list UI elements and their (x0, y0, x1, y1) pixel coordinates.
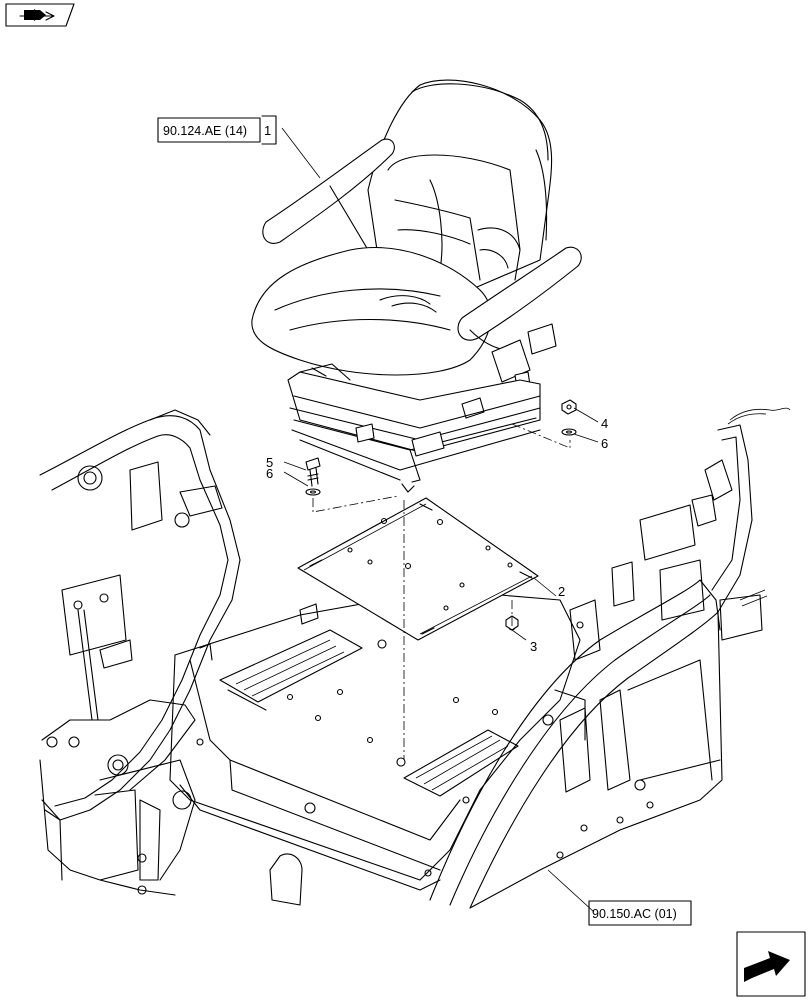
callout-5: 5 (266, 455, 273, 470)
reference-cab-frame[interactable]: 90.150.AC (01) (588, 900, 692, 926)
cab-floor (169, 589, 581, 906)
cab-frame-left (39, 409, 241, 896)
assembly-centerlines (312, 423, 571, 760)
callout-1: 1 (264, 123, 271, 138)
reference-seat-assembly-text: 90.124.AE (14) (163, 124, 247, 138)
callout-4: 4 (601, 416, 608, 431)
bolt-5 (305, 457, 321, 487)
nut-4 (561, 399, 577, 415)
book-arrow-icon[interactable] (5, 3, 75, 27)
callout-6-left: 6 (266, 466, 273, 481)
cab-frame-right (429, 407, 791, 909)
callout-6-right: 6 (601, 436, 608, 451)
leader-lines (281, 127, 599, 913)
callout-3: 3 (530, 639, 537, 654)
washer-6-right (561, 428, 577, 436)
washer-6-left (305, 488, 321, 496)
reference-seat-assembly[interactable]: 90.124.AE (14) (157, 115, 277, 145)
callout-2: 2 (558, 584, 565, 599)
operator-seat (251, 79, 582, 493)
reference-cab-frame-text: 90.150.AC (01) (592, 907, 677, 921)
seat-mounting-plate (297, 497, 539, 641)
next-page-arrow-icon[interactable] (736, 931, 806, 997)
